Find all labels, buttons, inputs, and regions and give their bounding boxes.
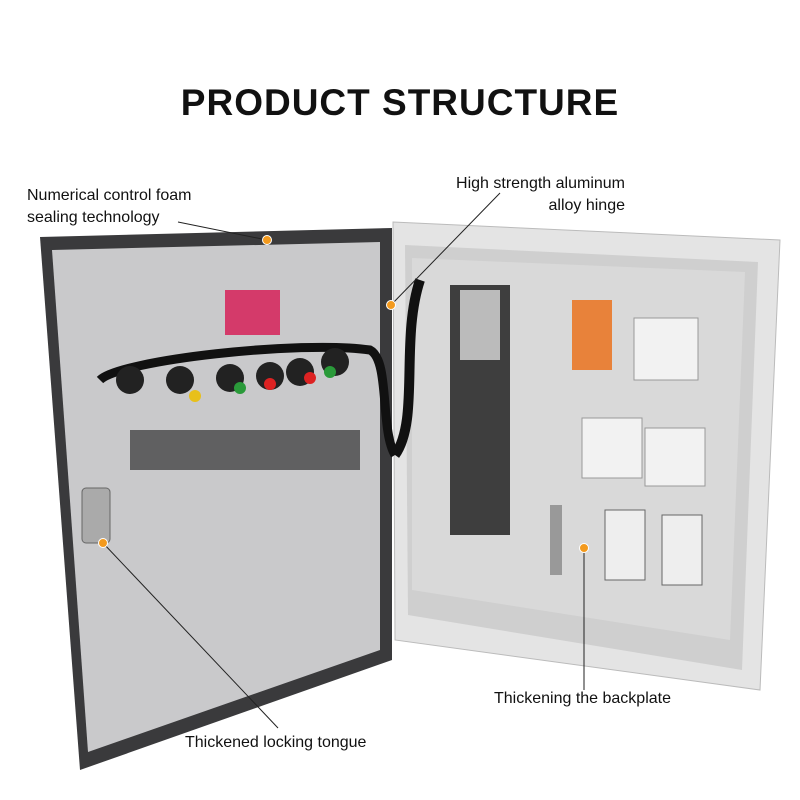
locking-tongue	[81, 487, 111, 544]
dot-hinge	[386, 300, 396, 310]
breaker-right	[644, 427, 706, 487]
door-indicators	[116, 290, 360, 470]
callout-text: sealing technology	[27, 209, 160, 226]
callout-text: Numerical control foam	[27, 187, 192, 204]
callout-backplate: Thickening the backplate	[494, 688, 671, 710]
leader-lines	[102, 192, 585, 729]
din-rail	[460, 290, 500, 360]
callout-text: alloy hinge	[548, 197, 626, 214]
callout-text: Thickened locking tongue	[185, 734, 367, 751]
ground-bar	[550, 505, 562, 575]
dot-foam-seal	[262, 235, 272, 245]
callout-text: Thickening the backplate	[494, 690, 671, 707]
dot-backplate	[579, 543, 589, 553]
cable-bundle	[390, 278, 425, 458]
breaker-top	[633, 317, 699, 381]
dot-locking-tongue	[98, 538, 108, 548]
callout-text: High strength aluminum	[456, 175, 625, 192]
page-title: PRODUCT STRUCTURE	[180, 82, 620, 123]
terminal-orange	[572, 300, 612, 370]
contactor-2	[661, 514, 703, 586]
callout-dots	[98, 235, 589, 553]
breaker-left	[581, 417, 643, 479]
callout-foam-sealing: Numerical control foam sealing technolog…	[27, 185, 192, 229]
callout-locking-tongue: Thickened locking tongue	[185, 732, 366, 754]
contactor-1	[604, 509, 646, 581]
callout-hinge: High strength aluminum alloy hinge	[420, 173, 625, 217]
